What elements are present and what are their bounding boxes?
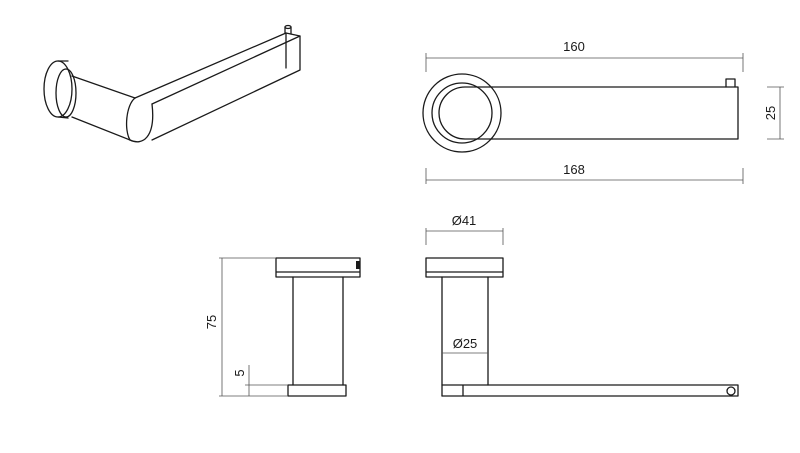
dim-label-height-75: 75 — [204, 315, 219, 329]
side-flange-notch — [356, 261, 360, 269]
dim-label-length-160: 160 — [563, 39, 585, 54]
arm-body — [438, 86, 739, 140]
elevation-flange — [425, 257, 504, 278]
dim-length-168: 168 — [425, 162, 744, 184]
dim-label-length-168: 168 — [563, 162, 585, 177]
arm-end-pin — [725, 78, 736, 88]
dim-label-diameter-25: Ø25 — [453, 336, 478, 351]
dim-label-thickness-5: 5 — [232, 369, 247, 376]
dim-height-25: 25 — [763, 86, 784, 140]
dim-label-height-25: 25 — [763, 106, 778, 120]
elevation-bar — [441, 384, 739, 397]
side-flange — [275, 257, 361, 278]
front-view: 160 168 25 — [422, 39, 784, 184]
dim-thickness-5: 5 — [232, 365, 288, 396]
side-elevation: Ø41 Ø25 — [425, 213, 739, 397]
side-view: 75 5 — [204, 257, 361, 397]
dim-label-diameter-41: Ø41 — [452, 213, 477, 228]
horizontal-arm — [129, 32, 301, 143]
elevation-post — [441, 276, 489, 397]
side-post — [292, 276, 344, 386]
post-body — [71, 75, 136, 141]
dim-height-75: 75 — [204, 257, 288, 397]
dim-diameter-25: Ø25 — [442, 336, 488, 354]
round-flange — [422, 73, 502, 153]
dim-length-160: 160 — [425, 39, 744, 72]
isometric-view — [43, 24, 301, 143]
elevation-bar-end-pin — [726, 386, 736, 396]
end-pin — [284, 24, 292, 35]
wall-flange — [43, 60, 77, 119]
dim-diameter-41: Ø41 — [425, 213, 504, 245]
side-bar — [287, 384, 347, 397]
